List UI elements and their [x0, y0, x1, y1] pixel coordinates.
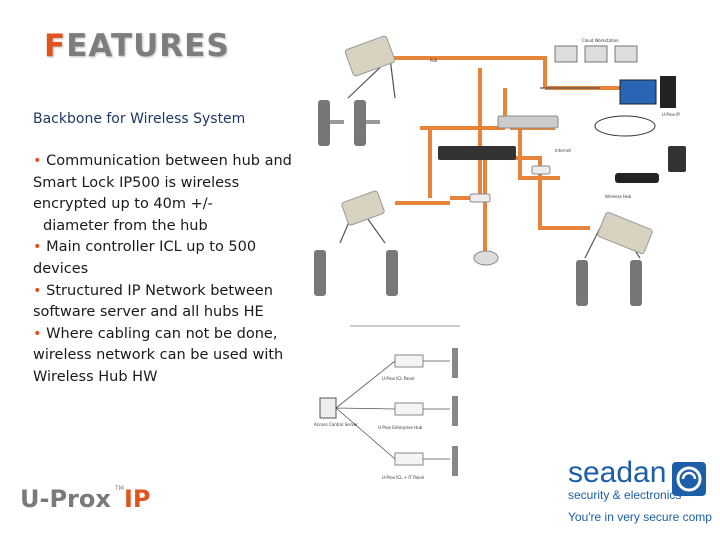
topology-sketch — [319, 325, 460, 476]
smart-lock-icon — [314, 250, 398, 296]
seadan-logo: seadan security & electronics You're in … — [568, 456, 712, 524]
dome-camera-icon — [469, 165, 551, 266]
uprox-logo-text: U-Prox — [20, 485, 111, 513]
cloud-workstation-label: Cloud Workstation — [582, 38, 619, 43]
list-item-text: Communication between hub and Smart Lock… — [33, 153, 292, 213]
list-item: • Structured IP Network between software… — [33, 281, 301, 324]
list-item: • Communication between hub and Smart Lo… — [33, 151, 301, 216]
list-item: • Where cabling can not be done, wireles… — [33, 324, 301, 389]
bullet-icon: • — [33, 153, 47, 169]
title-first-letter: F — [44, 28, 67, 64]
page-title: FEATURES — [44, 28, 230, 64]
list-item: • Main controller ICL up to 500 devices — [33, 237, 301, 280]
uprox-ip-label: U-Prox IP — [662, 112, 680, 117]
wireless-hub-right — [597, 211, 653, 255]
list-item: diameter from the hub — [43, 217, 208, 234]
wireless-hub-middle — [341, 190, 385, 226]
uprox-logo-ip: IP — [124, 485, 151, 513]
uprox-panel-label: U-Prox ICL + IT Panel — [382, 475, 424, 480]
list-item-text: Structured IP Network between software s… — [33, 282, 273, 321]
poe-label: PoE — [430, 58, 438, 63]
seadan-wordmark: seadan — [568, 456, 666, 489]
bullet-icon: • — [33, 325, 47, 342]
network-diagram: Cloud Workstation U-Prox IP Internet Wir… — [314, 35, 686, 480]
title-rest: EATURES — [66, 28, 230, 64]
seadan-tagline-1: security & electronics — [568, 488, 681, 502]
access-control-label: Access Control Server — [314, 422, 358, 427]
seadan-emblem-arc — [681, 471, 697, 480]
workstation-icon — [554, 45, 676, 108]
smart-lock-icon — [318, 100, 380, 146]
list-item-text: Main controller ICL up to 500 devices — [33, 239, 257, 277]
network-switch-icon — [438, 115, 559, 160]
uprox-hub-label: U-Prox Enterprise Hub — [378, 425, 423, 430]
uprox-trademark: TM — [114, 485, 124, 492]
subtitle: Backbone for Wireless System — [33, 111, 246, 127]
bullet-icon: • — [33, 239, 47, 256]
wireless-hub-top — [344, 35, 396, 77]
smart-lock-icon — [576, 260, 642, 306]
uprox-logo: U-Prox TM IP — [20, 485, 151, 513]
uprox-icl-label: U-Prox ICL Panel — [382, 376, 415, 381]
seadan-tagline-2: You're in very secure company — [568, 510, 712, 524]
router-icon — [615, 146, 686, 183]
internet-label: Internet — [555, 148, 571, 153]
seadan-emblem-ring — [676, 466, 702, 492]
bullet-icon: • — [33, 282, 47, 299]
wireless-hub-label: Wireless Hub — [605, 194, 632, 199]
cloud-icon — [594, 115, 656, 137]
list-item-text: Where cabling can not be done, wireless … — [33, 325, 284, 385]
feature-list: • Communication between hub and Smart Lo… — [33, 151, 301, 389]
